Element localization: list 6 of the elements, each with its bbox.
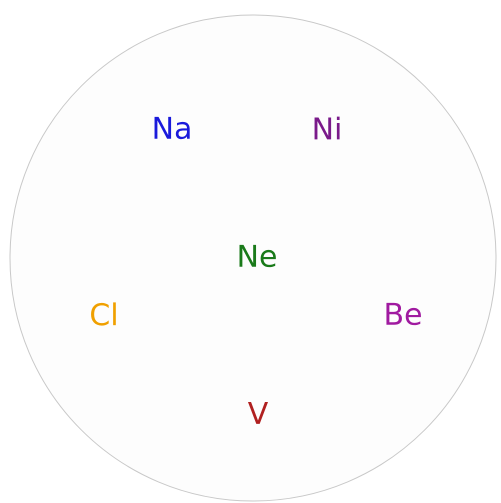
element-symbol: V (248, 402, 268, 424)
element-symbol: Na (154, 116, 190, 140)
element-symbol: Be (386, 302, 421, 326)
element-symbol: Cl (91, 302, 116, 326)
element-symbol: Ne (240, 244, 276, 268)
element-symbol: Ni (314, 116, 340, 140)
